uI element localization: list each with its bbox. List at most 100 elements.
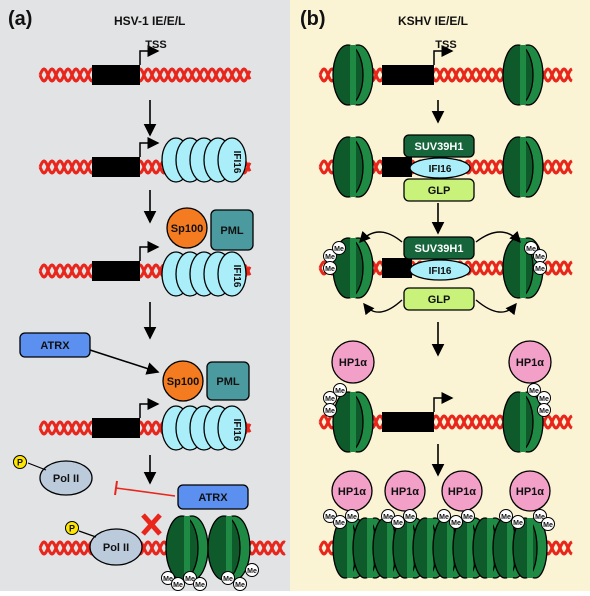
methyl-label: Me — [439, 514, 449, 521]
suv39h1-protein — [403, 134, 475, 158]
nucleosome — [332, 391, 374, 453]
methyl-mark — [332, 241, 346, 255]
hp1a-protein-label: HP1α — [391, 486, 419, 498]
atrx-protein-label: ATRX — [198, 492, 228, 504]
methyl-label: Me — [513, 520, 523, 527]
phospho-mark — [65, 521, 79, 535]
hp1a-protein — [384, 470, 426, 512]
ifi16-protomer — [217, 405, 247, 451]
dna-helix — [38, 67, 252, 83]
methyl-label: Me — [163, 576, 173, 583]
methyl-label: Me — [325, 408, 335, 415]
methyl-label: Me — [535, 254, 545, 261]
sp100-protein — [162, 360, 204, 402]
promoter-box — [92, 157, 140, 177]
pol2-label: Pol II — [53, 473, 79, 485]
nucleosome-band — [407, 518, 413, 578]
methylation-arrow — [475, 230, 521, 244]
nucleosome-band — [487, 518, 493, 578]
dna-strand — [38, 67, 252, 83]
methyl-mark — [511, 515, 525, 529]
nucleosome-core — [332, 44, 364, 106]
panel-b-content: TSSSUV39H1IFI16GLPSUV39H1IFI16GLPMeMeMeM… — [318, 39, 573, 579]
hp1a-protein — [441, 470, 483, 512]
glp-protein-label: GLP — [428, 294, 451, 306]
methyl-label: Me — [405, 514, 415, 521]
dna-strand — [38, 67, 252, 83]
nucleosome-band — [467, 518, 473, 578]
methyl-label: Me — [393, 520, 403, 527]
hp1a-protein-label: HP1α — [448, 486, 476, 498]
nucleosome — [207, 515, 251, 581]
nucleosome-band — [520, 137, 526, 197]
ifi16-filament: IFI16 — [161, 405, 247, 451]
glp-protein — [403, 287, 475, 311]
nucleosome-band — [520, 392, 526, 452]
methylation-arrow — [359, 230, 403, 244]
promoter-box — [382, 65, 434, 85]
tss-label: TSS — [435, 39, 456, 51]
recruit-arrow — [89, 349, 160, 375]
hp1a-protein — [331, 340, 375, 384]
methyl-mark — [461, 509, 475, 523]
nucleosome-band — [520, 238, 526, 298]
nucleosome — [502, 44, 544, 106]
ifi16-label: IFI16 — [231, 151, 242, 174]
nucleosome-band — [507, 518, 513, 578]
phospho-link — [78, 530, 97, 538]
tss-arrow — [433, 392, 454, 412]
block-x — [141, 513, 162, 536]
methyl-label: Me — [325, 266, 335, 273]
promoter-box — [382, 412, 434, 432]
panel-b-letter: (b) — [300, 8, 326, 30]
methyl-label: Me — [535, 266, 545, 273]
nucleosome-band — [350, 45, 356, 105]
promoter-box — [92, 418, 140, 438]
methyl-mark — [541, 517, 555, 531]
nucleosome — [165, 515, 209, 581]
tss-arrow — [433, 45, 454, 65]
methyl-label: Me — [463, 514, 473, 521]
hp1a-protein-label: HP1α — [516, 357, 544, 369]
sp100-protein-label: Sp100 — [167, 376, 199, 388]
nucleosome-band — [350, 238, 356, 298]
nucleosome-band — [350, 137, 356, 197]
tss-arrow — [139, 398, 160, 418]
methyl-mark — [524, 241, 538, 255]
methyl-label: Me — [335, 520, 345, 527]
glp-protein-label: GLP — [428, 185, 451, 197]
hp1a-protein — [509, 470, 551, 512]
methyl-label: Me — [529, 388, 539, 395]
nucleosome-core — [332, 391, 364, 453]
ifi16-protomer — [217, 251, 247, 297]
nucleosome-band — [226, 516, 232, 580]
methyl-label: Me — [325, 514, 335, 521]
methyl-mark — [499, 509, 513, 523]
hp1a-protein — [508, 340, 552, 384]
atrx-protein-label: ATRX — [40, 340, 70, 352]
methyl-label: Me — [383, 514, 393, 521]
methyl-mark — [391, 515, 405, 529]
methyl-label: Me — [325, 396, 335, 403]
nucleosome — [332, 44, 374, 106]
methyl-label: Me — [535, 514, 545, 521]
methyl-mark — [333, 383, 347, 397]
pml-protein-label: PML — [220, 225, 244, 237]
tss-arrow — [139, 45, 160, 65]
methyl-label: Me — [501, 514, 511, 521]
nucleosome-band — [387, 518, 393, 578]
nucleosome — [502, 136, 544, 198]
inhibit-line — [115, 487, 176, 497]
hp1a-protein-label: HP1α — [516, 486, 544, 498]
methyl-label: Me — [526, 246, 536, 253]
nucleosome-core — [207, 515, 241, 581]
suv39h1-protein — [403, 236, 475, 260]
pml-protein-label: PML — [216, 376, 240, 388]
methyl-mark — [221, 571, 235, 585]
nucleosome-band — [347, 518, 353, 578]
nucleosome-core — [502, 44, 534, 106]
methyl-mark — [323, 403, 337, 417]
methyl-label: Me — [335, 388, 345, 395]
methyl-label: Me — [247, 568, 257, 575]
methyl-mark — [527, 383, 541, 397]
